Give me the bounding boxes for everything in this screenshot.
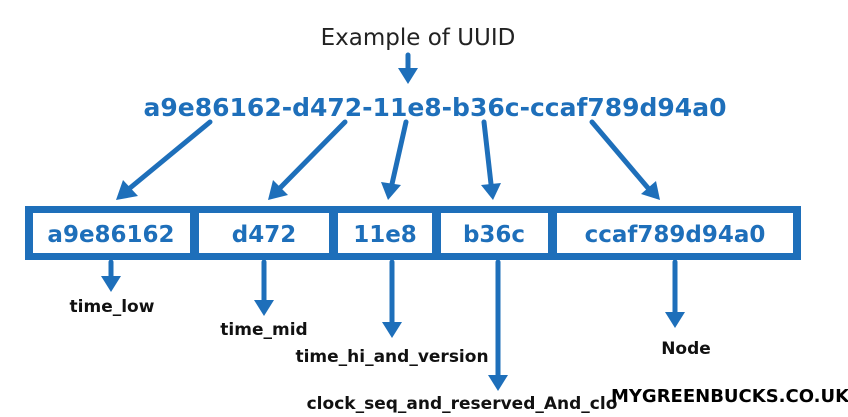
uuid-string: a9e86162-d472-11e8-b36c-ccaf789d94a0 [144, 93, 727, 122]
segment-arrow-2 [268, 119, 348, 200]
field-label-time-hi-and-version: time_hi_and_version [295, 347, 488, 367]
segment-cell-4 [441, 213, 548, 253]
segment-arrow-1 [116, 119, 213, 200]
segment-arrow-4 [481, 119, 501, 200]
label-arrow-4 [488, 259, 508, 391]
segment-value-1: a9e86162 [47, 222, 174, 248]
field-label-clock-seq: clock_seq_and_reserved_And_clo [307, 394, 618, 414]
segment-value-3: 11e8 [353, 222, 417, 248]
segment-cell-1 [33, 213, 190, 253]
label-arrow-2 [254, 259, 274, 316]
segment-value-5: ccaf789d94a0 [585, 222, 766, 248]
label-arrow-1 [101, 259, 121, 292]
segment-value-2: d472 [232, 222, 296, 248]
field-label-node: Node [661, 339, 711, 359]
label-arrow-5 [665, 259, 685, 328]
field-label-time-mid: time_mid [220, 320, 307, 340]
segment-cell-3 [338, 213, 432, 253]
watermark: MYGREENBUCKS.CO.UK [611, 386, 848, 407]
segment-arrow-5 [589, 119, 660, 200]
label-arrow-3 [382, 259, 402, 338]
segment-cell-2 [199, 213, 329, 253]
field-label-time-low: time_low [70, 297, 155, 317]
diagram-title: Example of UUID [321, 25, 516, 51]
segment-value-4: b36c [463, 222, 525, 248]
segment-arrow-3 [381, 119, 409, 200]
title-down-arrow [398, 52, 418, 84]
segment-cell-5 [557, 213, 793, 253]
